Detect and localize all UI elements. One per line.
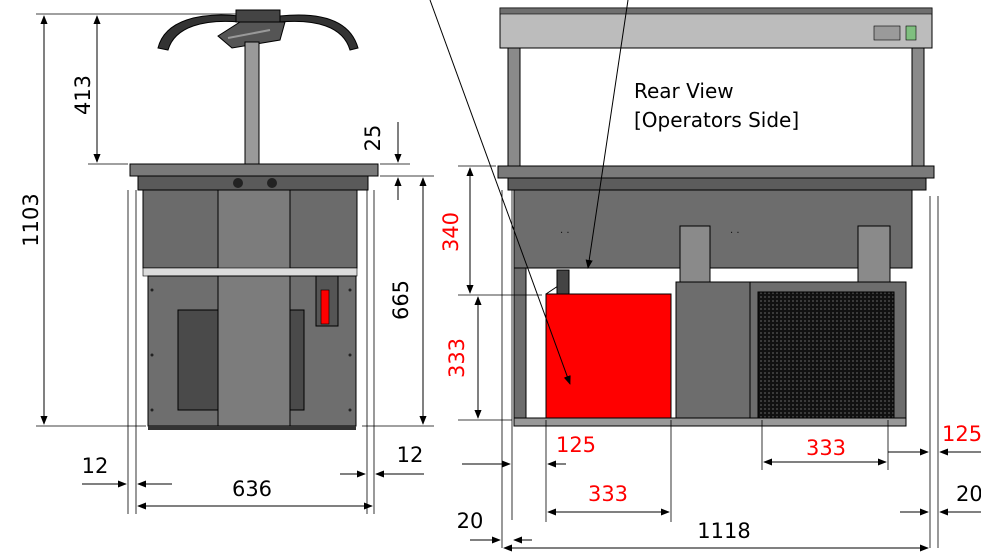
dim-upper-height: 340 bbox=[439, 212, 463, 252]
dim-tank-width: 333 bbox=[588, 482, 628, 506]
dim-vent-width: 333 bbox=[806, 436, 846, 460]
dim-right-edge: 20 bbox=[956, 482, 981, 506]
rear-view-title: Rear View bbox=[634, 79, 734, 103]
dim-right-offset-rear: 125 bbox=[942, 422, 981, 446]
dim-overall-width: 1118 bbox=[697, 519, 750, 543]
canopy bbox=[499, 7, 933, 49]
counter-top bbox=[129, 163, 379, 177]
right-post bbox=[911, 47, 925, 167]
left-post bbox=[507, 47, 521, 167]
dim-overall-height: 1103 bbox=[19, 193, 43, 246]
gantry-arc-right bbox=[279, 14, 359, 51]
condenser-vent bbox=[757, 291, 895, 421]
svg-text:· ·: · · bbox=[730, 228, 740, 239]
dim-tank-offset: 125 bbox=[556, 433, 596, 457]
dim-width: 636 bbox=[232, 477, 272, 501]
dim-tank-height: 333 bbox=[445, 338, 469, 378]
rear-upper-body bbox=[513, 189, 913, 269]
side-view: 1103 413 25 665 12 12 636 bbox=[19, 9, 434, 514]
dim-left-edge: 20 bbox=[457, 509, 484, 533]
heat-lamp bbox=[217, 21, 286, 49]
dim-top-thickness: 25 bbox=[361, 125, 385, 152]
dim-cabinet-height: 665 bbox=[389, 280, 413, 320]
svg-text:· ·: · · bbox=[560, 228, 570, 239]
dim-right-offset: 12 bbox=[397, 443, 424, 467]
dim-gantry-height: 413 bbox=[71, 75, 95, 115]
rear-view-subtitle: [Operators Side] bbox=[634, 108, 799, 132]
dim-left-offset: 12 bbox=[82, 454, 109, 478]
water-tank bbox=[545, 293, 672, 419]
rear-view: · · · · Rear View [Operators Side] 340 3… bbox=[429, 0, 981, 552]
rear-counter-top bbox=[497, 165, 935, 179]
rear-lower-frame bbox=[513, 267, 527, 427]
gantry-post bbox=[244, 41, 260, 165]
